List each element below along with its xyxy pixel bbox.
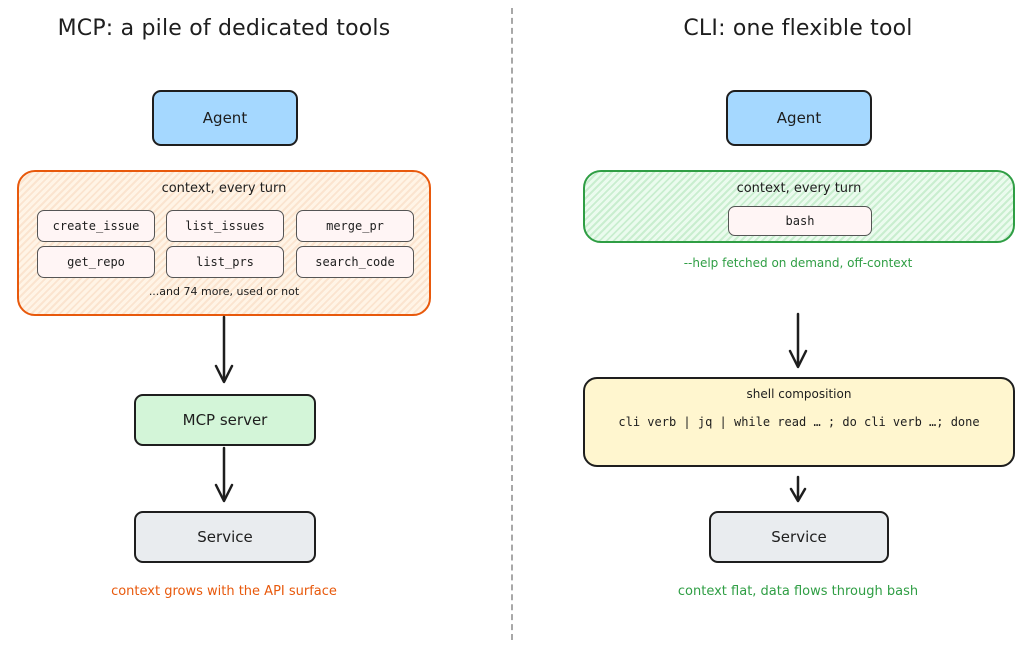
shell-composition-box: shell composition cli verb | jq | while … (583, 377, 1015, 467)
tool-create-issue: create_issue (37, 210, 155, 242)
arrow-mcp-server-to-service (214, 446, 234, 503)
left-agent-box: Agent (152, 90, 298, 146)
right-agent-label: Agent (776, 109, 822, 127)
right-title: CLI: one flexible tool (683, 16, 913, 41)
center-divider (511, 8, 513, 640)
left-context-label: context, every turn (161, 181, 287, 196)
tool-list-issues: list_issues (166, 210, 284, 242)
arrow-context-to-mcp-server (214, 315, 234, 384)
tool-merge-pr: merge_pr (296, 210, 414, 242)
mcp-server-box: MCP server (134, 394, 316, 446)
tool-list-prs: list_prs (166, 246, 284, 278)
right-agent-box: Agent (726, 90, 872, 146)
mcp-server-label: MCP server (182, 411, 268, 429)
shell-command: cli verb | jq | while read … ; do cli ve… (618, 415, 980, 429)
right-footer-note: context flat, data flows through bash (677, 584, 919, 599)
left-context-box: context, every turn create_issue list_is… (17, 170, 431, 316)
left-service-box: Service (134, 511, 316, 563)
arrow-shell-to-service (789, 475, 807, 503)
left-title: MCP: a pile of dedicated tools (57, 16, 391, 41)
right-service-label: Service (771, 528, 827, 546)
tool-get-repo: get_repo (37, 246, 155, 278)
right-context-box: context, every turn bash (583, 170, 1015, 243)
tool-search-code: search_code (296, 246, 414, 278)
tool-bash: bash (728, 206, 872, 236)
left-more-tools-note: ...and 74 more, used or not (148, 285, 300, 298)
left-agent-label: Agent (202, 109, 248, 127)
right-service-box: Service (709, 511, 889, 563)
right-context-label: context, every turn (736, 181, 862, 196)
shell-composition-label: shell composition (746, 387, 852, 401)
left-footer-note: context grows with the API surface (111, 584, 337, 599)
arrow-help-to-shell (788, 312, 808, 369)
left-service-label: Service (197, 528, 253, 546)
help-on-demand-note: --help fetched on demand, off-context (683, 256, 913, 270)
